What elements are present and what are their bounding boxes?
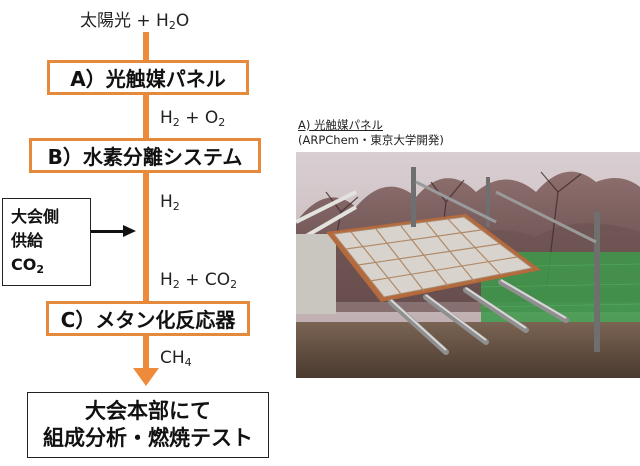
label-h2-o2: H2 + O2 xyxy=(160,108,226,129)
box-b-hydrogen-separation: B）水素分離システム xyxy=(29,138,261,173)
flow-line xyxy=(143,32,149,372)
side-arrow-line xyxy=(91,230,125,233)
photo-caption-credit: (ARPChem・東京大学開発) xyxy=(298,133,444,147)
photo-caption-title: A) 光触媒パネル xyxy=(298,118,384,132)
box-c-methanation-reactor: C）メタン化反応器 xyxy=(46,301,250,336)
bottom-box-line1: 大会本部にて xyxy=(85,399,211,423)
flow-arrowhead xyxy=(133,368,159,386)
side-box-line3: CO2 xyxy=(11,255,44,276)
bottom-box-analysis: 大会本部にて 組成分析・燃焼テスト xyxy=(27,392,269,458)
photo-caption: A) 光触媒パネル (ARPChem・東京大学開発) xyxy=(298,118,444,148)
label-h2-co2: H2 + CO2 xyxy=(160,270,238,291)
side-box-line2: 供給 xyxy=(11,231,44,250)
label-ch4: CH4 xyxy=(160,348,192,369)
box-a-photocatalyst-panel: A）光触媒パネル xyxy=(47,60,249,95)
side-box-line1: 大会側 xyxy=(11,207,60,226)
side-arrowhead xyxy=(123,225,136,237)
top-input-label: 太陽光 + H2O xyxy=(80,11,190,32)
bottom-box-line2: 組成分析・燃焼テスト xyxy=(43,426,253,450)
label-h2: H2 xyxy=(160,192,180,213)
side-box-co2-supply: 大会側 供給 CO2 xyxy=(2,198,91,286)
photocatalyst-panel-photo xyxy=(296,152,640,378)
